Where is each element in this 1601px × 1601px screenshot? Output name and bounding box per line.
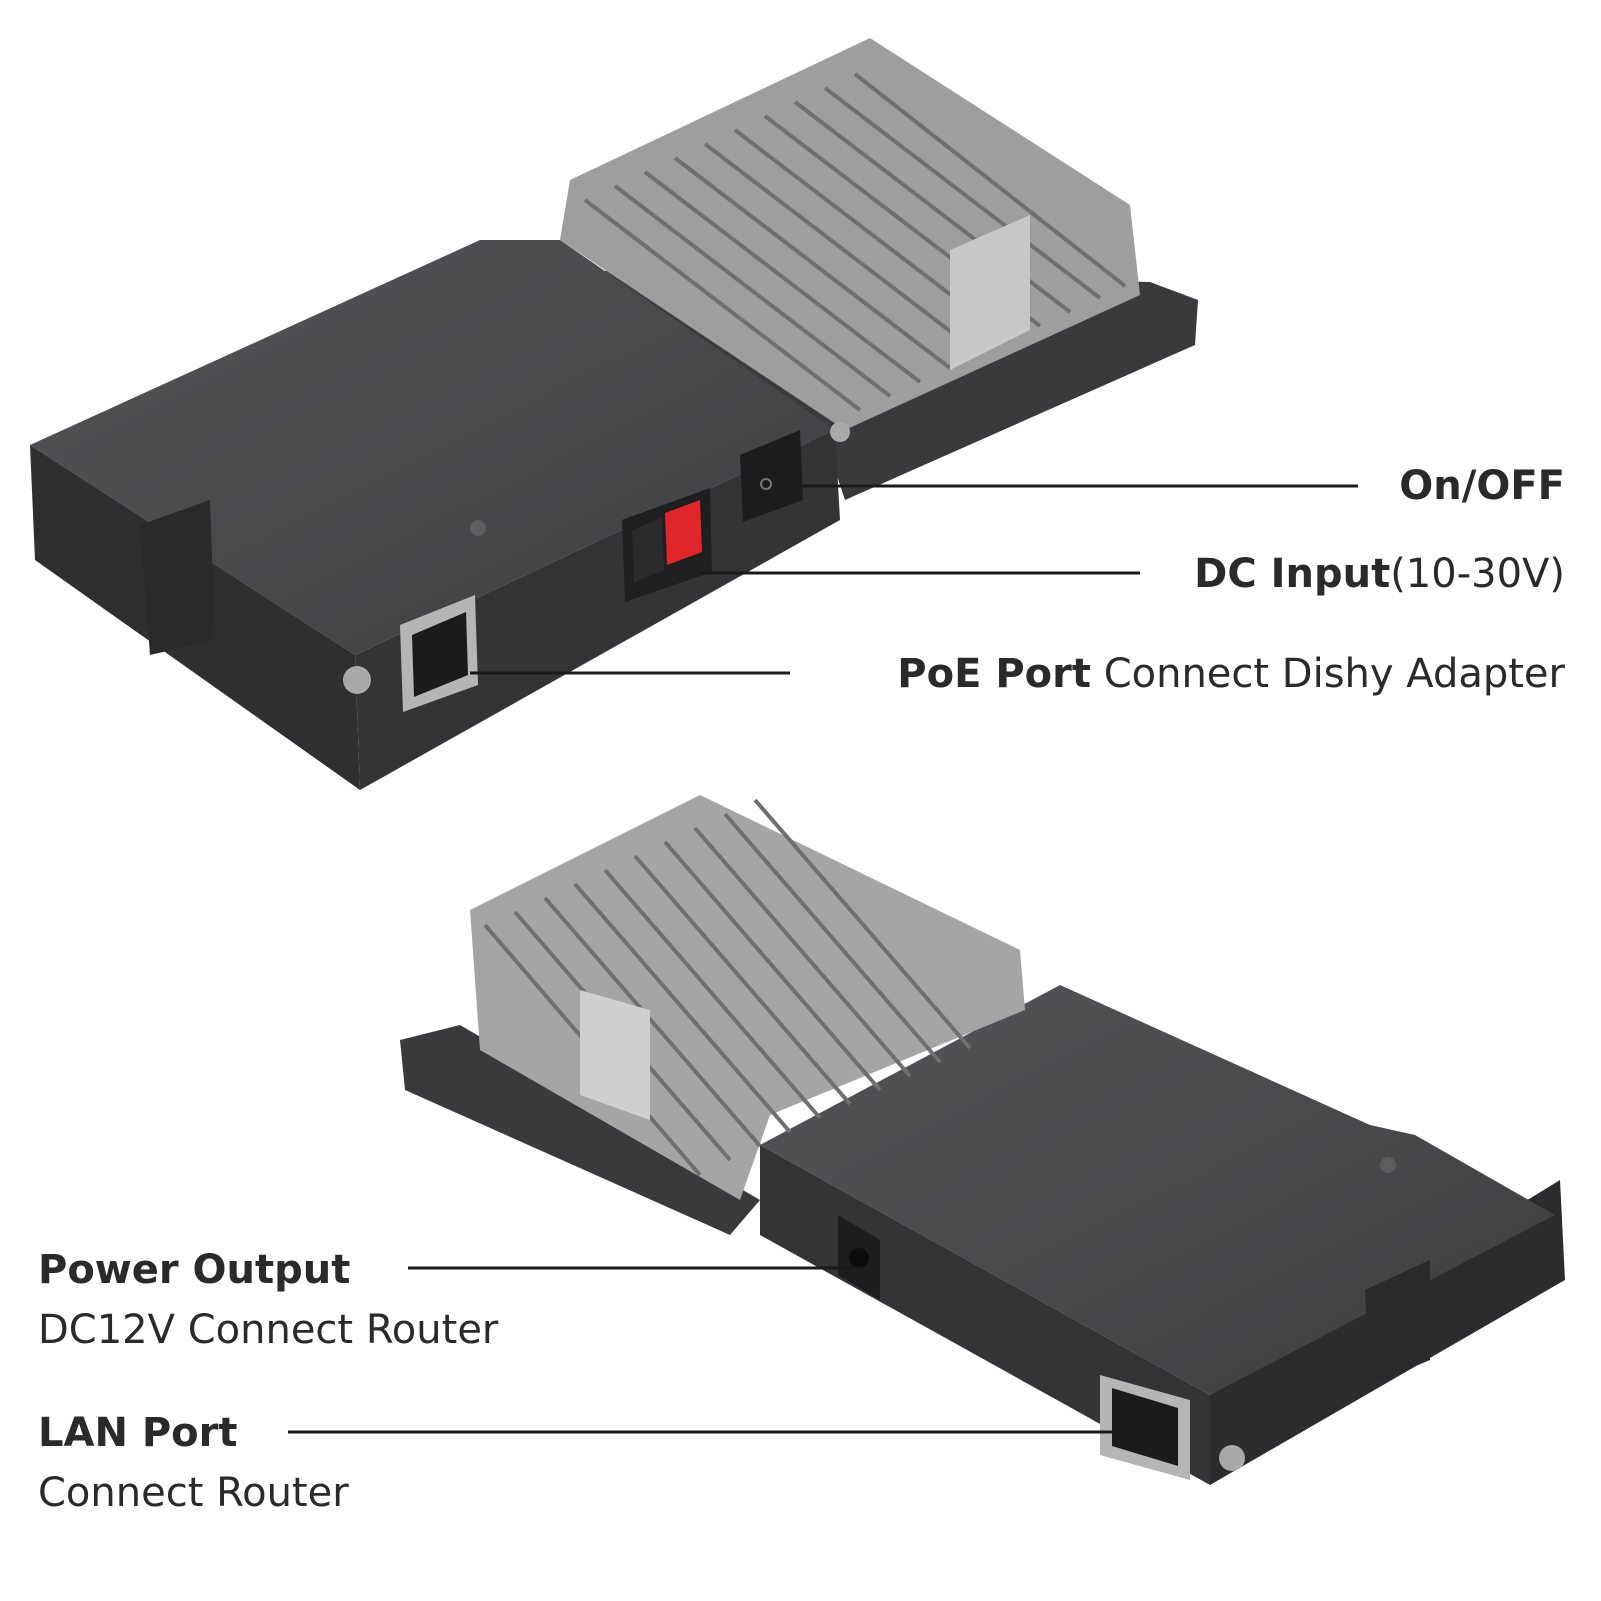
- top-heatsink: [560, 38, 1140, 430]
- callout-poe-port-title: PoE Port: [897, 651, 1091, 697]
- top-device: [30, 38, 1198, 790]
- callout-power-output-detail: DC12V Connect Router: [38, 1307, 499, 1353]
- callout-power-output-title: Power Output: [38, 1247, 351, 1293]
- leader-lines: [288, 484, 1358, 1434]
- callout-onoff: On/OFF: [1399, 466, 1565, 506]
- bottom-heatsink: [470, 795, 1025, 1200]
- lan-port: [1100, 1375, 1190, 1480]
- power-output-jack: [838, 1215, 880, 1300]
- callout-onoff-title: On/OFF: [1399, 463, 1565, 509]
- callout-dc-input-title: DC Input: [1194, 551, 1391, 597]
- dc-input-connector: [622, 488, 712, 602]
- bottom-device: [400, 795, 1565, 1485]
- callout-lan-port: LAN Port: [38, 1413, 238, 1453]
- callout-lan-port-detail-block: Connect Router: [38, 1473, 349, 1513]
- poe-port: [400, 595, 478, 712]
- callout-lan-port-title: LAN Port: [38, 1410, 238, 1456]
- power-switch: [740, 430, 803, 522]
- callout-power-output-detail-block: DC12V Connect Router: [38, 1310, 498, 1350]
- callout-power-output: Power Output: [38, 1250, 350, 1290]
- callout-dc-input: DC Input(10-30V): [1194, 554, 1565, 594]
- callout-lan-port-detail: Connect Router: [38, 1470, 349, 1516]
- callout-poe-port-detail: Connect Dishy Adapter: [1090, 651, 1565, 697]
- callout-dc-input-detail: (10-30V): [1390, 551, 1565, 597]
- callout-poe-port: PoE Port Connect Dishy Adapter: [897, 654, 1565, 694]
